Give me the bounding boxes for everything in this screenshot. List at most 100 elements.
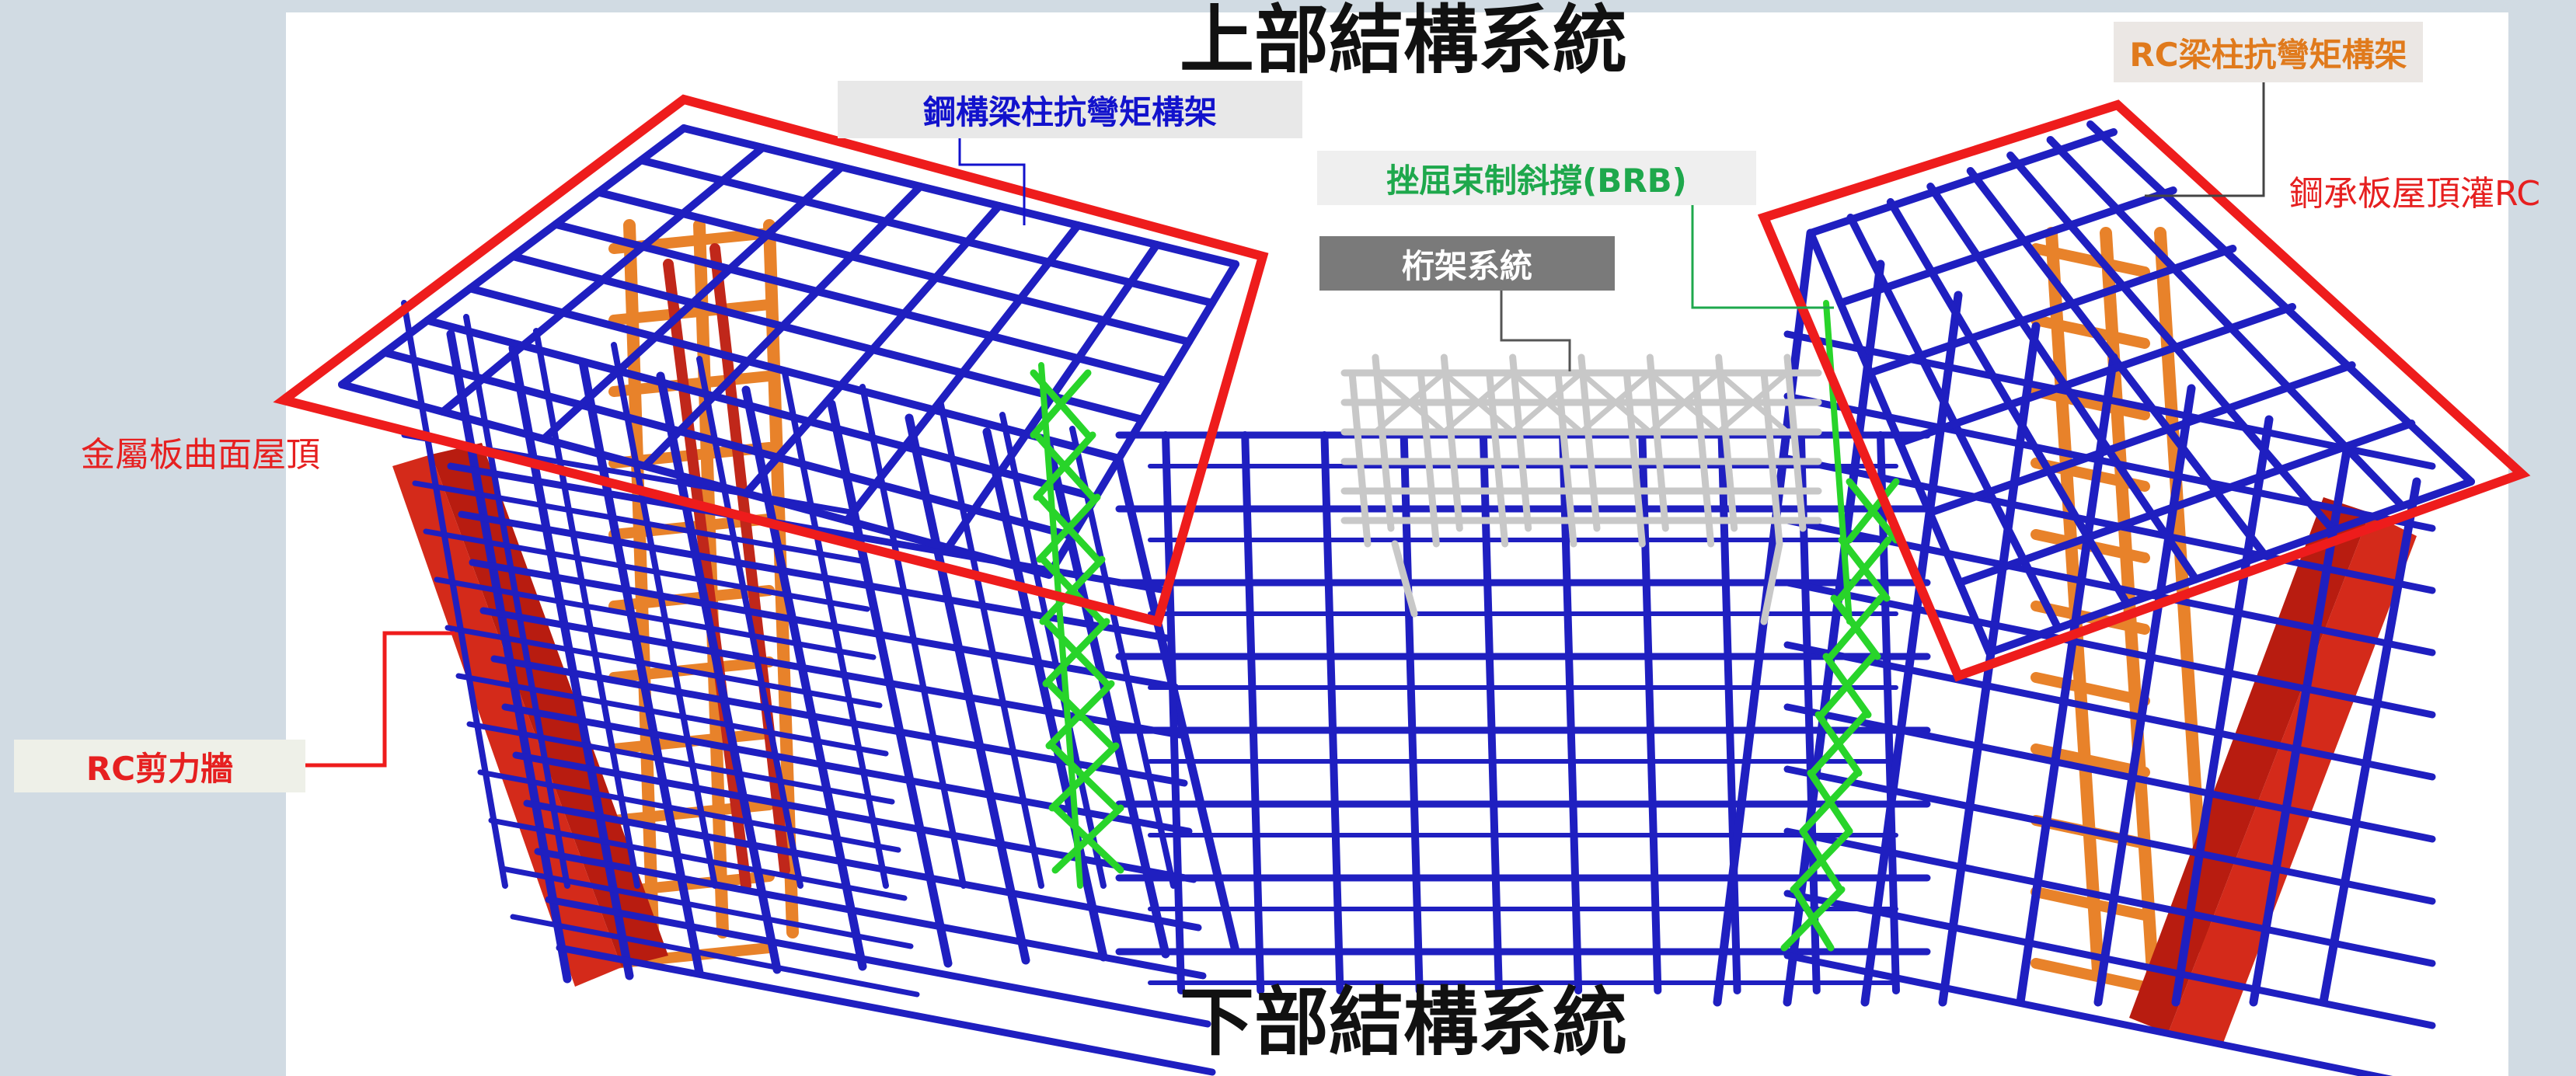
truss-post [1509,353,1532,532]
podium-column [1162,431,1185,994]
roof-rib [338,381,1053,579]
roof-rib [509,252,1146,423]
steel-beam [523,799,1202,931]
steel-beam [1783,703,2436,843]
steel-column [508,343,634,980]
roof-rib [466,284,1123,462]
roof-purlin [843,221,1082,524]
roof-purlin [1926,361,2356,517]
brb-brace [1030,369,1092,439]
roof-rib [637,156,1216,307]
truss-system-callout: 桁架系統 [1319,236,1615,291]
truss-system-text: 桁架系統 [1401,246,1532,285]
rc-beam [2030,672,2150,706]
steel-column [2171,415,2274,1007]
roof-rib [680,124,1239,268]
brb-braces [1030,300,1900,952]
upper-structure-heading: 上部結構系統 [1180,0,1627,84]
brb-brace [1045,680,1115,750]
steel-beam [455,673,889,757]
truss-support [1760,540,1783,625]
podium-column [1400,431,1424,994]
rc-beam [2030,958,2150,992]
roof-outlines [273,94,2531,682]
steel-beam [1783,330,2436,470]
steel-column [446,329,572,984]
rc-shear-wall-text: RC剪力牆 [85,749,234,788]
brb-brace [1818,653,1877,719]
steel-beam [1783,827,2436,967]
roof-purlin [1807,128,2118,237]
steel-column [463,314,570,889]
brb-brace [1039,555,1106,625]
rc-frame-leader [2145,76,2265,197]
steel-beam [510,914,920,998]
steel-beam [1783,952,2393,1076]
steel-frame-members [338,120,2475,1076]
truss-diagonal [1716,370,1790,435]
steel-beam [434,576,877,660]
truss-post [1715,353,1738,532]
rc-beam [2030,386,2150,420]
steel-beam [477,769,901,853]
steel-column [2016,353,2118,1007]
roof-purlin [1985,478,2475,656]
roof-purlin [641,183,925,470]
brb-brace [1042,618,1110,688]
steel-beam [466,721,895,805]
steel-column [2319,477,2421,1007]
podium-column [1559,431,1583,994]
roof-truss [1340,353,1822,625]
truss-diagonal [1647,370,1722,435]
steel-column [999,412,1107,889]
brb-text: 挫屈束制斜撐(BRB) [1386,161,1687,200]
podium-column [1717,431,1741,994]
brb-brace [1827,594,1884,660]
podium-column [1320,431,1344,994]
lower-structure-heading: 下部結構系統 [1180,979,1627,1066]
steel-beam [1783,890,2436,1029]
steel-column [1114,455,1240,956]
steel-beam [1783,392,2436,532]
truss-post [1577,353,1601,532]
steel-moment-frame-callout: 鋼構梁柱抗彎矩構架 [838,81,1302,138]
brb-column [1823,300,1853,625]
steel-deck-roof-label: 鋼承板屋頂灌RC [2289,174,2541,214]
steel-column [859,384,967,889]
steel-beam [412,480,864,564]
steel-column [905,413,1030,965]
roof-purlin [540,163,845,443]
brb-brace [1790,827,1853,893]
steel-beam [458,510,1174,642]
truss-post [1372,353,1395,532]
truss-support [1391,540,1418,618]
brb-leader [1691,200,1834,309]
steel-beam [1783,765,2436,905]
brb-brace [1799,769,1861,835]
truss-diagonal [1372,370,1447,435]
truss-diagonal [1578,370,1653,435]
roof-purlin [1866,245,2237,377]
rc-shear-wall-callout: RC剪力牆 [14,740,305,792]
steel-moment-frame-text: 鋼構梁柱抗彎矩構架 [922,92,1217,131]
rc-wall-leader [305,631,455,768]
rc-column [623,219,659,938]
metal-curved-roof-label: 金屬板曲面屋頂 [81,435,320,475]
steel-column [401,300,508,889]
roof-purlin [1955,420,2416,587]
steel-column [611,342,718,889]
steel-beam [469,559,1179,691]
left-roof-outline [273,94,1269,628]
steel-beam [444,625,883,709]
steel-beam [556,944,1216,1076]
rc-moment-frame-text: RC梁柱抗彎矩構架 [2129,35,2407,74]
roof-purlin [742,202,1003,497]
steel-beam [488,817,908,901]
steel-beam [534,848,1207,980]
brb-brace [1036,493,1101,563]
steel-column [578,357,704,977]
roof-purlin [1896,303,2296,447]
steel-beam [423,528,870,612]
roof-rib [424,316,1100,501]
